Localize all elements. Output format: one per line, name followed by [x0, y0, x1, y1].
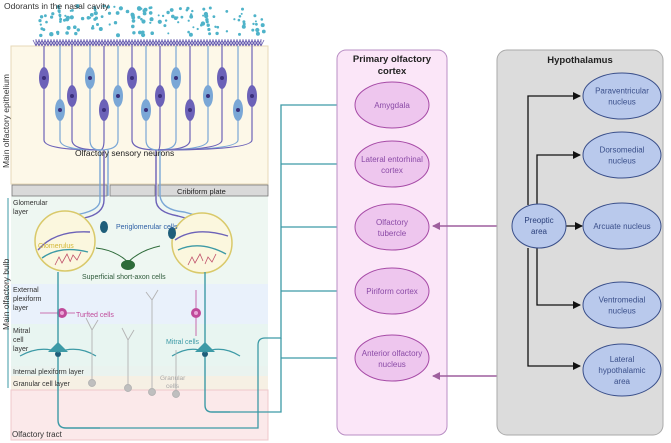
cortex-node-label-2: cortex: [381, 166, 403, 175]
cortex-node-label: Anterior olfactory: [362, 349, 422, 358]
hypothalamus-node-label: Arcuate nucleus: [593, 222, 650, 231]
cortex-node-4: Piriform cortex: [354, 267, 430, 315]
cribriform-plate: [11, 184, 269, 197]
epithelium-label: Main olfactory epithelium: [1, 74, 11, 168]
hypothalamus-node-label: nucleus: [608, 157, 636, 166]
odorant-dots: [38, 4, 266, 38]
hypothalamus-node-label: area: [614, 377, 631, 386]
glomerular-layer-label: Glomerular: [13, 200, 48, 207]
cortex-node-label: Piriform cortex: [366, 287, 418, 296]
cortex-node-label: Lateral entorhinal: [361, 155, 423, 164]
short-axon-label: Superficial short-axon cells: [82, 274, 166, 281]
cilia: [32, 39, 265, 47]
short-axon-cell: [95, 245, 161, 270]
periglomerular-label: Periglomerular cells: [116, 224, 178, 231]
glomerulus-left: [34, 210, 96, 272]
mitral-cell-left: [19, 272, 100, 429]
cortex-node-label: Olfactory: [376, 218, 408, 227]
external-plexiform-band: [11, 284, 268, 324]
ext-plexiform-label-3: layer: [13, 305, 29, 312]
hypothalamus-title: Hypothalamus: [547, 55, 612, 66]
glomerular-layer-label-2: layer: [13, 209, 29, 216]
primary-olfactory-cortex-panel: Primary olfactory cortex AmygdalaLateral…: [336, 49, 448, 436]
ext-plexiform-label-2: plexiform: [13, 296, 42, 303]
cortex-node-5: Anterior olfactory nucleus: [354, 334, 430, 382]
hypothalamus-panel: Hypothalamus Preoptic area Paraventricul…: [496, 49, 664, 436]
hypothalamus-node-5: Lateral hypothalamic area: [582, 343, 662, 397]
mitral-layer-label-2: cell: [13, 337, 24, 344]
hypothalamus-node-1: Paraventricular nucleus: [582, 72, 662, 120]
olfactory-sensory-neurons: [39, 46, 257, 151]
hypothalamus-node-label: Paraventricular: [595, 87, 649, 96]
hypothalamus-arrows: [527, 92, 583, 370]
cortex-title: Primary olfactory: [353, 54, 432, 65]
ext-plexiform-label-1: External: [13, 287, 39, 294]
cortex-node-label-2: nucleus: [378, 360, 406, 369]
cortex-node-label: Amygdala: [374, 101, 410, 110]
glomerulus-label: Glomerulus: [38, 243, 74, 250]
granule-label-2: cells: [166, 383, 180, 390]
hypothalamus-node-label: hypothalamic: [598, 366, 645, 375]
cortex-node-label-2: tubercle: [378, 229, 407, 238]
hypothalamus-node-label: nucleus: [608, 98, 636, 107]
internal-plexiform-band: [11, 366, 268, 376]
cortex-node-2: Lateral entorhinal cortex: [354, 140, 430, 188]
mitral-layer-label-1: Mitral: [13, 328, 31, 335]
mitral-layer-label-3: layer: [13, 346, 29, 353]
internal-plexiform-label: Internal plexiform layer: [13, 369, 84, 376]
preoptic-label: Preoptic: [524, 216, 553, 225]
cortex-node-1: Amygdala: [354, 81, 430, 129]
hypothalamus-node-label: Dorsomedial: [600, 146, 645, 155]
mitral-cells-label: Mitral cells: [166, 339, 200, 346]
mitral-cell-right: [171, 272, 241, 413]
preoptic-area-node: Preoptic area: [511, 203, 567, 249]
tufted-cell-right: [191, 290, 201, 336]
hypothalamus-node-label: Lateral: [610, 355, 635, 364]
odorants-label: Odorants in the nasal cavity: [4, 1, 110, 11]
hypothalamus-node-2: Dorsomedial nucleus: [582, 131, 662, 179]
sensory-neurons-label: Olfactory sensory neurons: [75, 148, 174, 158]
olfactory-tract-region: [10, 389, 269, 441]
granular-layer-label: Granular cell layer: [13, 381, 70, 388]
anatomy-panel: Odorants in the nasal cavity Main olfact…: [1, 1, 269, 441]
cortex-title-2: cortex: [378, 66, 407, 77]
hypothalamus-node-4: Ventromedial nucleus: [582, 281, 662, 329]
periglomerular-cell-left: [100, 221, 108, 233]
glomerulus-right: [171, 212, 233, 274]
epithelium-region: [10, 45, 269, 185]
tufted-cell-left: [40, 308, 75, 318]
hypothalamus-node-label: nucleus: [608, 307, 636, 316]
hypothalamus-node-label: Ventromedial: [599, 296, 646, 305]
periglomerular-cell-right: [168, 227, 176, 239]
granule-cells: [85, 289, 180, 398]
tract-label: Olfactory tract: [12, 430, 63, 439]
granule-label-1: Granular: [160, 375, 186, 382]
hypothalamus-node-3: Arcuate nucleus: [582, 202, 662, 250]
preoptic-label-2: area: [531, 227, 548, 236]
tufted-label: Turfted cells: [76, 312, 114, 319]
granular-cell-band: [11, 376, 268, 390]
cribriform-label: Cribiform plate: [177, 187, 226, 196]
mitral-cell-band: [11, 324, 268, 366]
bulb-label: Main olfactory bulb: [1, 258, 11, 330]
cortex-node-3: Olfactory tubercle: [354, 203, 430, 251]
